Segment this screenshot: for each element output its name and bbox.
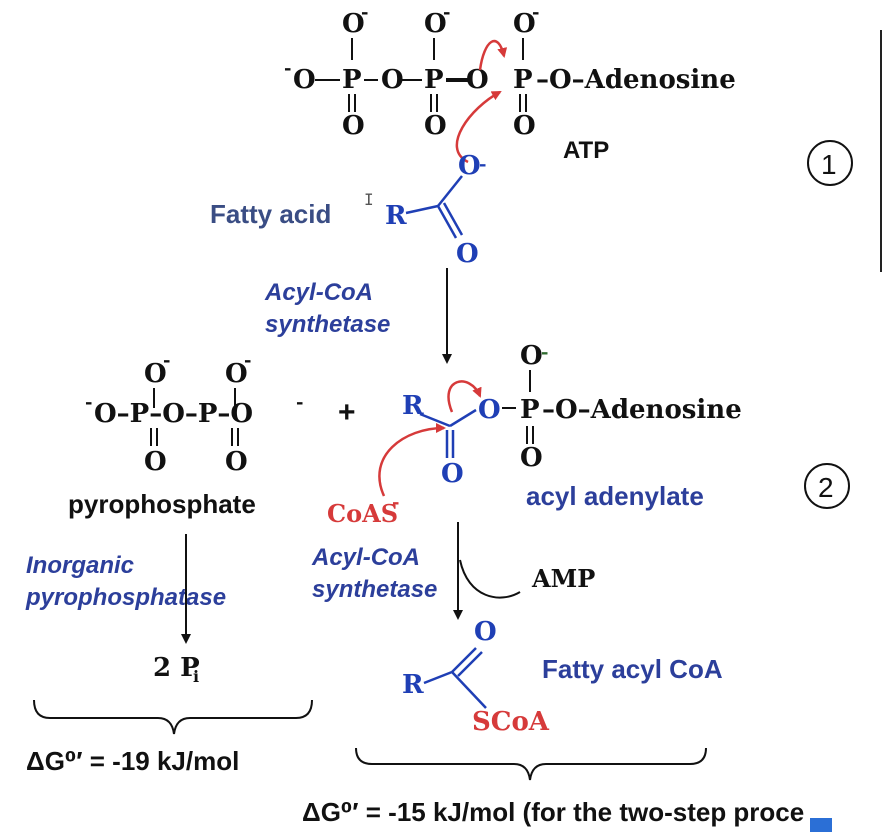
- plus-sign: +: [338, 396, 356, 429]
- acyl-adenylate-label: acyl adenylate: [526, 481, 704, 511]
- atp-red-arrow: [478, 40, 508, 71]
- svg-text:O: O: [144, 359, 167, 389]
- brace-right: [355, 747, 707, 781]
- enzyme2-line2: synthetase: [312, 576, 437, 603]
- atp-o-bottom-1: O: [342, 111, 365, 141]
- acyl-o-bottom: O: [520, 443, 543, 473]
- delta-g-step1: ΔG⁰′ = -19 kJ/mol: [26, 746, 239, 776]
- acyl-bridge-o: O: [478, 395, 501, 425]
- atp-o-bottom-3: O: [513, 111, 536, 141]
- fatty-acid-minus: -: [479, 154, 486, 175]
- acyl-adenylate-structure: R O O P –O–Adenosine O - O: [402, 341, 742, 489]
- fatty-acyl-coa-structure: O R SCoA: [402, 617, 550, 737]
- svg-text:O: O: [225, 447, 248, 477]
- atp-bridge-o1: O: [381, 65, 404, 95]
- atp-o-bottom-2: O: [424, 111, 447, 141]
- atp-structure: O - O - O - - O P O P O P –O–Adenosine O…: [284, 2, 736, 141]
- two-pi-coef: 2 P: [153, 653, 200, 683]
- atp-adenosine: –O–Adenosine: [536, 65, 736, 95]
- fatty-acid-r: R: [385, 201, 407, 231]
- fatty-acid-structure: R O - O: [385, 151, 486, 269]
- acyl-o-carbonyl: O: [441, 459, 464, 489]
- amp-label: AMP: [531, 564, 595, 593]
- pyrophosphate-chain: O–P–O–P–O: [94, 399, 253, 429]
- svg-text:-: -: [296, 392, 303, 413]
- coas-minus: -: [392, 492, 399, 513]
- acyl-o-top: O: [520, 341, 543, 371]
- step-2-marker: 2: [804, 463, 850, 509]
- atp-minus-left: -: [284, 58, 291, 79]
- overlay-marker-square[interactable]: [810, 818, 832, 832]
- atp-o-top-3: O: [513, 9, 536, 39]
- atp-o-top-1: O: [342, 9, 365, 39]
- svg-text:-: -: [163, 350, 170, 371]
- acyl-red-arrow-top: [447, 380, 482, 413]
- fatty-acid-o-minus: O: [458, 151, 481, 181]
- atp-p2: P: [424, 65, 444, 95]
- enzyme2-line1: Acyl-CoA: [311, 544, 420, 571]
- atp-label: ATP: [563, 137, 609, 164]
- pyrophosphate-structure: O - O - - O–P–O–P–O - O O: [85, 350, 303, 477]
- two-pi-sub: i: [193, 667, 199, 686]
- svg-text:1: 1: [821, 149, 837, 180]
- svg-text:2: 2: [818, 472, 834, 503]
- facoa-scoa: SCoA: [472, 707, 550, 737]
- delta-g-step2: ΔG⁰′ = -15 kJ/mol (for the two-step proc…: [302, 797, 804, 827]
- fatty-acyl-coa-label: Fatty acyl CoA: [542, 654, 723, 684]
- atp-p1: P: [342, 65, 362, 95]
- svg-text:O: O: [144, 447, 167, 477]
- svg-text:O: O: [225, 359, 248, 389]
- atp-minus-3: -: [532, 2, 539, 23]
- facoa-o: O: [474, 617, 497, 647]
- atp-minus-1: -: [361, 2, 368, 23]
- enzyme1-line1: Acyl-CoA: [264, 279, 373, 306]
- fatty-acid-label: Fatty acid: [210, 199, 331, 229]
- acyl-p: P: [520, 395, 540, 425]
- acyl-o-top-minus: -: [541, 342, 548, 363]
- atp-o-top-2: O: [424, 9, 447, 39]
- enzyme1-line2: synthetase: [265, 311, 390, 338]
- atp-left-o: O: [293, 65, 316, 95]
- text-cursor-icon: I: [364, 190, 374, 209]
- amp-release-curve: [459, 559, 521, 599]
- attack-red-arrow: [455, 90, 502, 164]
- coas-label: CoAS: [327, 499, 398, 528]
- pyrophosphate-label: pyrophosphate: [68, 489, 256, 519]
- atp-minus-2: -: [443, 2, 450, 23]
- svg-text:-: -: [244, 350, 251, 371]
- svg-text:-: -: [85, 392, 92, 413]
- facoa-r: R: [402, 670, 424, 700]
- coas-red-arrow: [378, 423, 446, 497]
- step-1-marker: 1: [807, 140, 853, 186]
- phosphatase-line1: Inorganic: [26, 552, 134, 579]
- brace-left: [33, 699, 313, 735]
- atp-bridge-o2: O: [466, 65, 489, 95]
- acyl-r: R: [402, 391, 424, 421]
- phosphatase-line2: pyrophosphatase: [25, 584, 226, 611]
- acyl-adenosine: –O–Adenosine: [542, 395, 742, 425]
- atp-p3: P: [513, 65, 533, 95]
- fatty-acid-o-double: O: [456, 239, 479, 269]
